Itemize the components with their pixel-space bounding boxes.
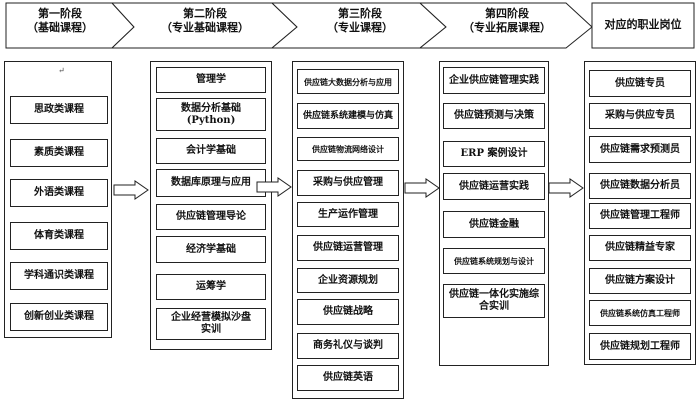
course-item: 素质类课程 [10,139,108,167]
course-item: 运筹学 [156,274,266,300]
course-item: 供应链战略 [297,299,399,325]
course-item: 企业供应链管理实践 [443,67,545,94]
course-item: 采购与供应管理 [297,170,399,196]
stage-banner [5,2,695,49]
course-item: 供应链系统规划与设计 [443,248,545,274]
stage-3-title: 第三阶段 [338,7,382,20]
course-item: 数据库原理与应用 [156,169,266,197]
stage-5-label: 对应的职业岗位 [594,18,692,32]
course-item: 供应链运营实践 [443,173,545,200]
stage-2-subtitle: （专业基础课程） [161,21,249,34]
stage-5-shape [591,2,695,49]
course-item: 供应链系统建模与仿真 [297,103,399,129]
course-item: 供应链管理导论 [156,204,266,230]
course-item: 思政类课程 [10,96,108,124]
stage-4-title: 第四阶段 [485,7,529,20]
stage-1-title: 第一阶段 [38,7,82,20]
course-item: 数据分析基础 (Python) [156,98,266,131]
career-position-item: 供应链精益专家 [589,235,691,261]
career-position-item: 供应链系统仿真工程师 [589,300,691,326]
course-item: 生产运作管理 [297,202,399,227]
career-position-item: 供应链规划工程师 [589,333,691,360]
stage-5-title: 对应的职业岗位 [604,18,682,31]
stage-3-label: 第三阶段 （专业课程） [300,7,420,35]
course-item: 学科通识类课程 [10,262,108,290]
course-item: 供应链运营管理 [297,235,399,261]
stage-2-label: 第二阶段 （专业基础课程） [140,7,270,35]
course-item: ERP 案例设计 [443,141,545,167]
career-position-item: 供应链专员 [589,70,691,97]
stage-4-shape [418,2,593,49]
flow-arrow-1 [113,180,149,200]
course-item: 供应链预测与决策 [443,103,545,129]
paragraph-mark: ↵ [58,66,65,75]
course-item: 企业经营模拟沙盘 实训 [156,308,266,340]
course-item: 供应链物流网络设计 [297,137,399,161]
course-item: 供应链英语 [297,365,399,391]
flow-arrow-4 [548,178,584,198]
course-item: 创新创业类课程 [10,303,108,331]
stage-1-subtitle: （基础课程） [27,21,93,34]
course-item: 供应链大数据分析与应用 [297,69,399,94]
course-item: 体育类课程 [10,222,108,250]
course-item: 企业资源规划 [297,268,399,293]
stage-3-subtitle: （专业课程） [327,21,393,34]
course-item: 商务礼仪与谈判 [297,333,399,359]
stage-4-subtitle: （专业拓展课程） [463,21,551,34]
course-item: 管理学 [156,67,266,93]
course-item: 供应链金融 [443,211,545,238]
flow-arrow-2 [256,177,292,197]
stage-4-label: 第四阶段 （专业拓展课程） [448,7,566,35]
course-item: 经济学基础 [156,236,266,263]
stage-1-label: 第一阶段 （基础课程） [10,7,110,35]
course-item: 供应链一体化实施综 合实训 [443,284,545,318]
flow-arrow-3 [404,178,440,198]
career-position-item: 供应链数据分析员 [589,173,691,199]
course-item: 外语类课程 [10,179,108,207]
career-position-item: 供应链方案设计 [589,268,691,294]
stage-2-title: 第二阶段 [183,7,227,20]
career-position-item: 供应链管理工程师 [589,203,691,229]
career-position-item: 采购与供应专员 [589,103,691,129]
career-position-item: 供应链需求预测员 [589,136,691,163]
course-item: 会计学基础 [156,138,266,164]
